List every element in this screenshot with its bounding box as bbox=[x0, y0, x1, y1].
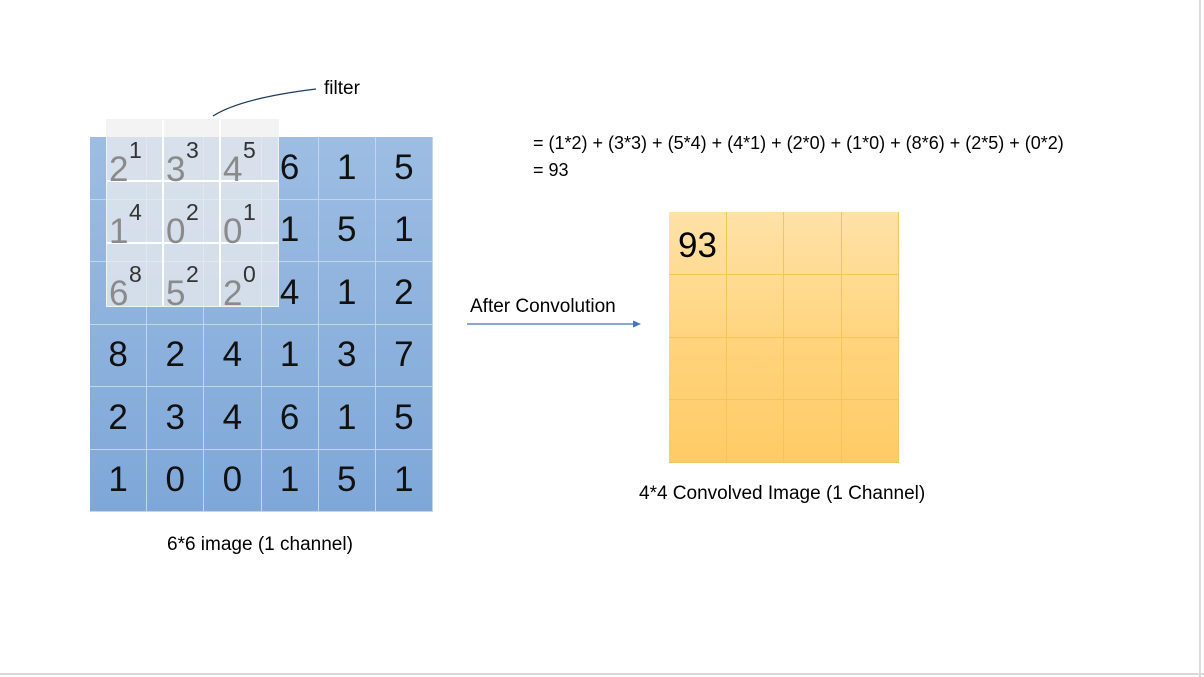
filter-weight: 2 bbox=[186, 261, 199, 287]
output-cell bbox=[841, 212, 899, 275]
output-caption: 4*4 Convolved Image (1 Channel) bbox=[639, 483, 926, 504]
covered-image-value: 0 bbox=[223, 212, 243, 251]
filter-weight: 5 bbox=[243, 137, 256, 163]
input-cell: 6 bbox=[261, 387, 319, 450]
output-cell bbox=[669, 274, 727, 338]
output-cell bbox=[841, 337, 899, 401]
input-cell: 4 bbox=[261, 262, 319, 325]
output-cell bbox=[726, 274, 784, 338]
input-cell: 1 bbox=[318, 387, 376, 450]
formula-result-line: = 93 bbox=[533, 160, 569, 180]
input-cell: 5 bbox=[375, 387, 433, 450]
input-cell: 3 bbox=[318, 324, 376, 387]
slide-right-border bbox=[1199, 0, 1201, 677]
output-cell bbox=[784, 400, 842, 463]
output-cell bbox=[669, 337, 727, 401]
input-cell: 5 bbox=[318, 199, 376, 262]
input-cell: 5 bbox=[318, 449, 376, 512]
output-cell bbox=[669, 400, 727, 463]
input-cell: 6 bbox=[261, 137, 319, 200]
filter-weight: 2 bbox=[186, 199, 199, 225]
convolved-output-grid: 93 bbox=[669, 212, 899, 463]
input-cell: 2 bbox=[147, 324, 205, 387]
output-cell bbox=[726, 337, 784, 401]
covered-image-value: 0 bbox=[166, 212, 186, 251]
covered-image-value: 4 bbox=[223, 150, 243, 189]
covered-image-value: 6 bbox=[109, 274, 129, 313]
covered-image-value: 1 bbox=[109, 212, 129, 251]
input-cell: 1 bbox=[261, 199, 319, 262]
input-cell: 5 bbox=[375, 137, 433, 200]
output-cell bbox=[726, 212, 784, 275]
slide-bottom-border bbox=[0, 673, 1204, 675]
output-cell bbox=[841, 400, 899, 463]
output-cell bbox=[784, 274, 842, 338]
input-cell: 4 bbox=[204, 324, 262, 387]
input-cell: 1 bbox=[318, 137, 376, 200]
covered-image-value: 5 bbox=[166, 274, 186, 313]
input-cell: 1 bbox=[261, 449, 319, 512]
input-cell: 2 bbox=[375, 262, 433, 325]
output-cell bbox=[784, 337, 842, 401]
filter-weight: 8 bbox=[129, 261, 142, 287]
output-cell bbox=[784, 212, 842, 275]
formula-line-1: = (1*2) + (3*3) + (5*4) + (4*1) + (2*0) … bbox=[533, 133, 1064, 153]
filter-weight: 0 bbox=[243, 261, 256, 287]
filter-weight: 3 bbox=[186, 137, 199, 163]
output-cell bbox=[726, 400, 784, 463]
output-cell bbox=[841, 274, 899, 338]
input-cell: 1 bbox=[375, 199, 433, 262]
input-cell: 3 bbox=[147, 387, 205, 450]
input-cell: 2 bbox=[90, 387, 148, 450]
input-cell: 7 bbox=[375, 324, 433, 387]
input-cell: 1 bbox=[318, 262, 376, 325]
covered-image-value: 2 bbox=[223, 274, 243, 313]
input-cell: 1 bbox=[261, 324, 319, 387]
filter-weight: 1 bbox=[243, 199, 256, 225]
filter-label: filter bbox=[324, 78, 360, 99]
filter-weight: 4 bbox=[129, 199, 142, 225]
input-cell: 1 bbox=[375, 449, 433, 512]
input-cell: 4 bbox=[204, 387, 262, 450]
after-convolution-label: After Convolution bbox=[470, 296, 616, 317]
output-cell: 93 bbox=[669, 212, 727, 275]
input-caption: 6*6 image (1 channel) bbox=[167, 534, 353, 555]
covered-image-value: 3 bbox=[166, 150, 186, 189]
input-cell: 0 bbox=[204, 449, 262, 512]
filter-weight: 1 bbox=[129, 137, 142, 163]
input-cell: 8 bbox=[90, 324, 148, 387]
input-cell: 0 bbox=[147, 449, 205, 512]
input-cell: 1 bbox=[90, 449, 148, 512]
covered-image-value: 2 bbox=[109, 150, 129, 189]
